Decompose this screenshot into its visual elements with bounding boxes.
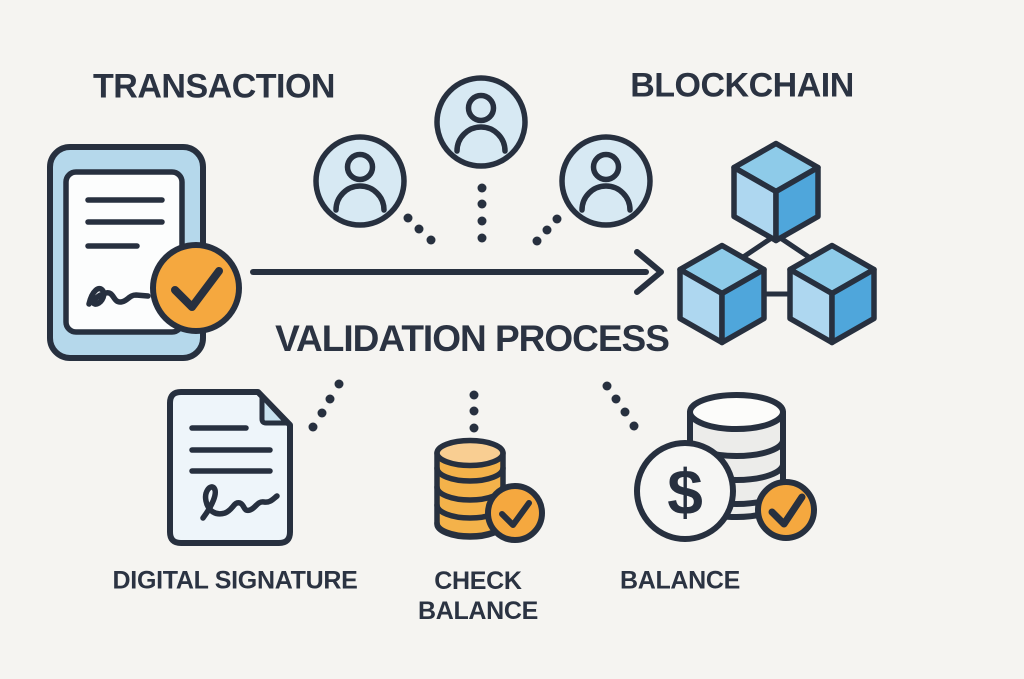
flow-arrow-icon: [250, 249, 664, 295]
validation-process-title: VALIDATION PROCESS: [275, 318, 670, 359]
check-balance-label: CHECK BALANCE: [417, 567, 539, 625]
validator-user-icon: [434, 75, 528, 169]
coin-stack-check-icon: [434, 437, 545, 543]
validator-user-icon: [559, 134, 653, 228]
dotted-connector-right-validator: [532, 214, 562, 246]
dotted-connector-balance: [602, 381, 639, 431]
dotted-connector-left-validator: [403, 213, 436, 245]
dotted-connector-digital-signature: [308, 379, 344, 432]
blockchain-cubes-icon: [677, 140, 877, 346]
balance-coins-check-icon: $: [634, 392, 817, 542]
blockchain-title: BLOCKCHAIN: [630, 66, 854, 105]
dotted-connector-middle-validator: [477, 183, 487, 243]
dollar-sign: $: [667, 456, 703, 528]
digital-signature-label: DIGITAL SIGNATURE: [112, 566, 358, 595]
signature-document-icon: [167, 389, 293, 546]
balance-label: BALANCE: [619, 566, 741, 595]
validator-user-icon: [313, 134, 407, 228]
dotted-connector-check-balance: [469, 390, 479, 433]
signed-transaction-document-icon: [47, 144, 242, 361]
transaction-title: TRANSACTION: [93, 67, 335, 106]
